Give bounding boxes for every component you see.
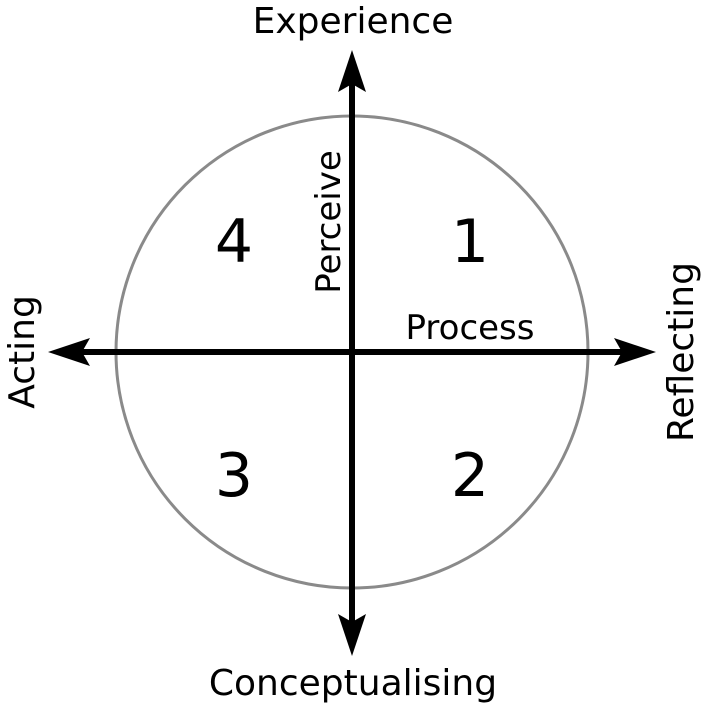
quadrant-2: 2 (451, 441, 489, 511)
arrow-down-icon (338, 614, 366, 656)
quadrant-3: 3 (215, 441, 253, 511)
quadrant-1: 1 (451, 207, 489, 277)
label-perceive: Perceive (309, 150, 349, 294)
label-conceptualising: Conceptualising (209, 663, 497, 704)
label-process: Process (406, 308, 535, 348)
label-experience: Experience (253, 1, 454, 42)
arrow-left-icon (48, 338, 90, 366)
label-acting: Acting (2, 295, 43, 409)
arrow-right-icon (614, 338, 656, 366)
label-reflecting: Reflecting (661, 262, 702, 442)
quadrant-4: 4 (215, 207, 253, 277)
arrow-up-icon (338, 50, 366, 92)
